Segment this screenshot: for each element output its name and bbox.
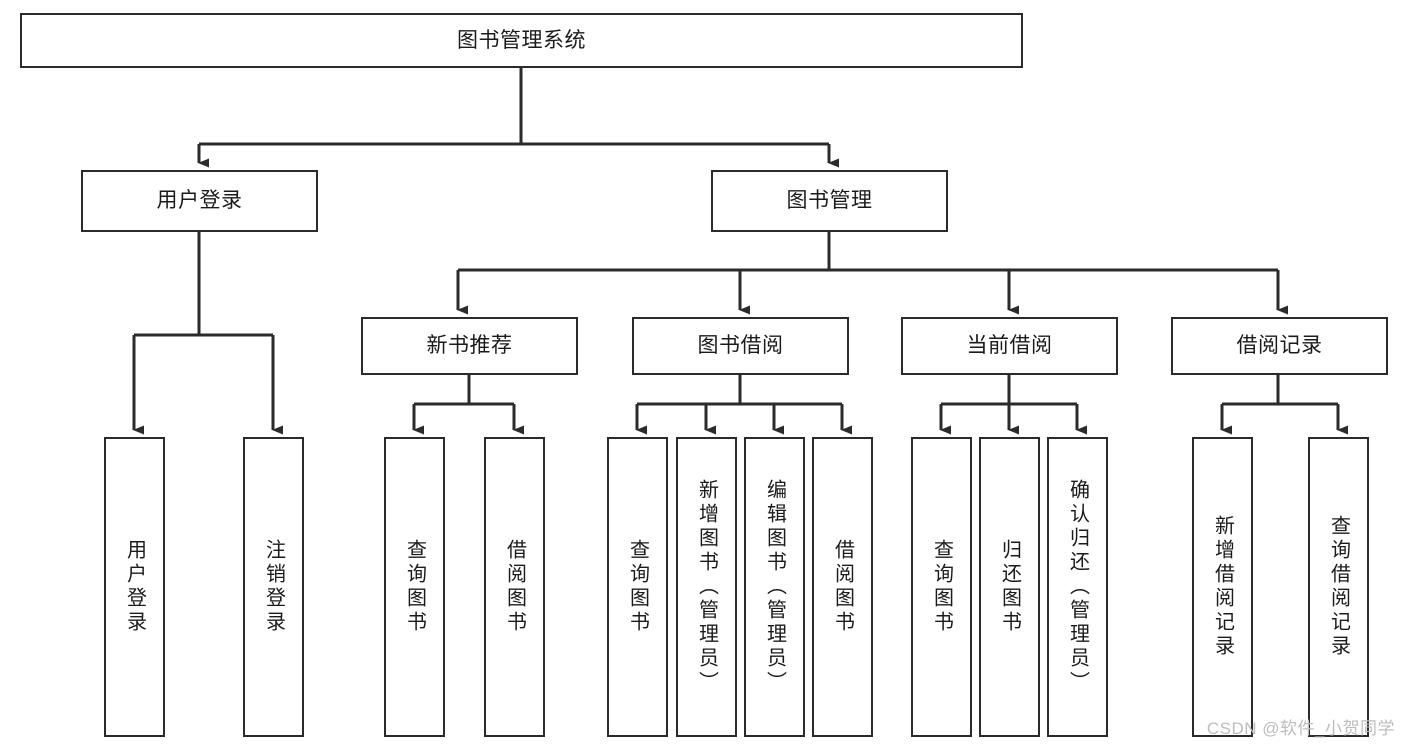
leaf-book-borrow-edit-admin[interactable]: 编辑图书（管理员） <box>744 437 805 737</box>
node-label: 新增图书（管理员） <box>695 479 718 695</box>
node-label: 新增借阅记录 <box>1211 515 1234 659</box>
node-new-book-recommend[interactable]: 新书推荐 <box>361 317 578 375</box>
leaf-current-borrow-confirm-admin[interactable]: 确认归还（管理员） <box>1047 437 1108 737</box>
node-label: 查询图书 <box>930 539 953 635</box>
node-label: 新书推荐 <box>426 334 513 358</box>
node-label: 查询图书 <box>403 539 426 635</box>
node-label: 用户登录 <box>156 189 243 213</box>
node-label: 图书管理 <box>786 189 873 213</box>
leaf-user-login-login[interactable]: 用户登录 <box>104 437 165 737</box>
node-label: 借阅图书 <box>503 539 526 635</box>
leaf-current-borrow-query[interactable]: 查询图书 <box>911 437 972 737</box>
node-label: 图书管理系统 <box>457 28 586 52</box>
node-label: 确认归还（管理员） <box>1066 479 1089 695</box>
node-label: 注销登录 <box>262 539 285 635</box>
node-label: 编辑图书（管理员） <box>763 479 786 695</box>
node-borrow-record[interactable]: 借阅记录 <box>1171 317 1388 375</box>
leaf-borrow-record-add[interactable]: 新增借阅记录 <box>1192 437 1253 737</box>
leaf-current-borrow-return[interactable]: 归还图书 <box>979 437 1040 737</box>
node-label: 查询图书 <box>626 539 649 635</box>
node-label: 归还图书 <box>998 539 1021 635</box>
node-book-management[interactable]: 图书管理 <box>711 170 948 232</box>
leaf-book-borrow-query[interactable]: 查询图书 <box>607 437 668 737</box>
node-label: 借阅图书 <box>831 539 854 635</box>
node-label: 图书借阅 <box>697 334 784 358</box>
node-label: 查询借阅记录 <box>1327 515 1350 659</box>
node-root-book-management-system[interactable]: 图书管理系统 <box>20 13 1023 68</box>
leaf-new-book-query[interactable]: 查询图书 <box>384 437 445 737</box>
leaf-new-book-borrow[interactable]: 借阅图书 <box>484 437 545 737</box>
leaf-book-borrow-add-admin[interactable]: 新增图书（管理员） <box>676 437 737 737</box>
node-book-borrow[interactable]: 图书借阅 <box>632 317 849 375</box>
leaf-user-login-logout[interactable]: 注销登录 <box>243 437 304 737</box>
node-label: 借阅记录 <box>1236 334 1323 358</box>
node-label: 用户登录 <box>123 539 146 635</box>
node-user-login[interactable]: 用户登录 <box>81 170 318 232</box>
node-current-borrow[interactable]: 当前借阅 <box>901 317 1118 375</box>
node-label: 当前借阅 <box>966 334 1053 358</box>
leaf-borrow-record-query[interactable]: 查询借阅记录 <box>1308 437 1369 737</box>
leaf-book-borrow-borrow[interactable]: 借阅图书 <box>812 437 873 737</box>
